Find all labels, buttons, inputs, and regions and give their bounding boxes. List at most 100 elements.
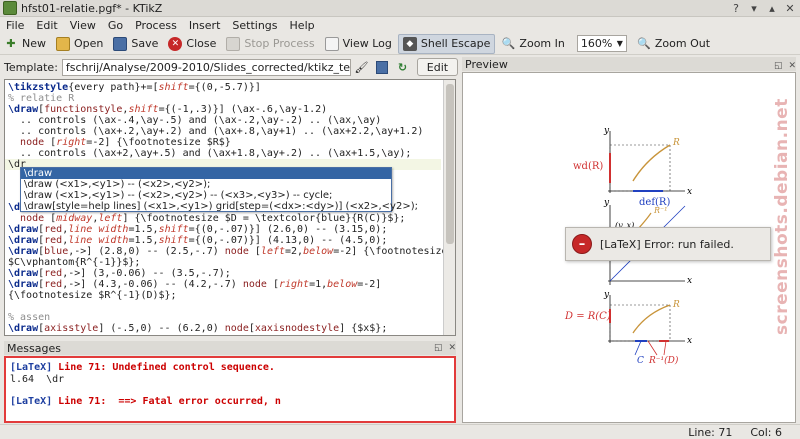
close-dock-icon[interactable]: ✕ [788, 60, 796, 71]
minimize-icon[interactable]: ▾ [751, 1, 757, 15]
edit-template-button[interactable]: Edit [416, 58, 459, 76]
error-text: [LaTeX] Error: run failed. [600, 237, 734, 251]
x-label-2: x [687, 276, 692, 286]
d-label: D = R(C) [564, 311, 611, 322]
code-line-16: \draw[red,line width=1.5,shift={(0,-.07)… [8, 235, 388, 246]
menu-view[interactable]: View [69, 18, 96, 32]
dashed-box-1 [609, 144, 671, 192]
shell-escape-button[interactable]: ◆ Shell Escape [397, 33, 496, 54]
r-label-1: R [672, 138, 680, 148]
menu-bar: File Edit View Go Process Insert Setting… [0, 17, 800, 33]
help-window-icon[interactable]: ? [733, 1, 739, 15]
maximize-icon[interactable]: ▴ [769, 1, 775, 15]
completion-item[interactable]: \draw [21, 168, 391, 179]
zoom-out-icon: 🔍 [637, 37, 651, 50]
float-icon[interactable]: ◱ [773, 60, 783, 71]
error-icon: – [572, 234, 592, 254]
relation-curve-1 [632, 144, 671, 182]
menu-settings[interactable]: Settings [232, 18, 278, 32]
dashed-box-3 [609, 304, 671, 342]
y-label-2: y [603, 198, 610, 208]
watermark-text: screenshots.debian.net [772, 98, 792, 335]
code-line-15: \draw[red,line width=1.5,shift={(0,-.07)… [8, 224, 388, 235]
float-icon[interactable]: ◱ [433, 343, 443, 353]
shell-icon: ◆ [402, 36, 417, 51]
y-label-1: y [603, 126, 610, 136]
stop-process-button[interactable]: Stop Process [222, 34, 318, 54]
message-line: l.64 \dr [10, 374, 65, 385]
chevron-down-icon: ▼ [616, 39, 623, 48]
menu-file[interactable]: File [6, 18, 25, 32]
close-window-icon[interactable]: ✕ [785, 1, 795, 15]
new-file-icon: ✚ [6, 37, 16, 50]
code-line-20: \draw[red,->] (4.3,-0.06) -- (4.2,-.7) n… [8, 279, 382, 290]
code-line-3: \draw[functionstyle,shift={(-1,.3)}] (\a… [8, 104, 328, 115]
menu-edit[interactable]: Edit [36, 18, 58, 32]
template-input[interactable]: fschrij/Analyse/2009-2010/Slides_correct… [61, 58, 352, 76]
code-line-14: node [midway,left] {\footnotesize $D = \… [20, 213, 406, 224]
status-col: Col: 6 [750, 425, 782, 439]
code-line-19: \draw[red,->] (3,-0.06) -- (3.5,-.7); [8, 268, 231, 279]
zoom-in-button[interactable]: 🔍 Zoom In [501, 37, 565, 50]
menu-insert[interactable]: Insert [188, 18, 221, 32]
code-line-5: .. controls (\ax+.2,\ay+.2) and (\ax+.8,… [8, 126, 424, 137]
x-label-1: x [687, 187, 692, 197]
code-line-1: \tikzstyle{every path}+=[shift={(0,-5.7)… [8, 82, 261, 93]
c-arrow [634, 340, 642, 356]
messages-title: Messages [7, 341, 61, 355]
completion-popup: \draw \draw (<x1>,<y1>) -- (<x2>,<y2>); … [20, 167, 418, 212]
zoom-select[interactable]: 160% ▼ [576, 35, 627, 52]
status-bar: Line: 71 Col: 6 [0, 424, 800, 439]
code-line-6: node [right=-2] {\footnotesize $R$} [20, 137, 231, 148]
menu-help[interactable]: Help [289, 18, 315, 32]
close-button[interactable]: ✕ Close [164, 34, 220, 54]
rinv-arrow-2 [663, 340, 667, 356]
r-label-3: R [672, 300, 680, 310]
main-toolbar: ✚ New Open Save ✕ Close Stop Process Vie… [0, 33, 800, 55]
code-line-21: {\footnotesize $R^{-1}(D)$}; [8, 290, 177, 301]
view-log-button[interactable]: View Log [321, 34, 396, 54]
rinv-label: R⁻¹ [653, 206, 667, 215]
log-icon [324, 36, 339, 51]
reload-icon[interactable]: ↻ [397, 60, 408, 74]
status-line: Line: 71 [688, 425, 733, 439]
browse-template-button[interactable]: 🖌 [354, 60, 369, 74]
editor-scrollbar[interactable] [443, 80, 455, 335]
wd-label: wd(R) [573, 161, 603, 172]
relation-curve-3 [632, 304, 671, 334]
code-line-23: % assen [8, 312, 51, 323]
messages-dock-title: Messages ◱ ✕ [4, 341, 456, 355]
code-line-18: $C\vphantom{R^{-1}}$}; [8, 257, 141, 268]
zoom-out-button[interactable]: 🔍 Zoom Out [637, 37, 711, 50]
preview-title: Preview [465, 57, 508, 71]
ktikz-app-icon [3, 1, 17, 15]
open-button[interactable]: Open [52, 34, 107, 54]
preview-dock-title: Preview ◱ ✕ [462, 57, 796, 71]
completion-item[interactable]: \draw (<x1>,<y1>) -- (<x2>,<y2>); [24, 179, 211, 190]
messages-panel[interactable]: [LaTeX] Line 71: Undefined control seque… [4, 356, 456, 423]
close-doc-icon: ✕ [168, 36, 183, 51]
stop-icon [226, 36, 241, 51]
save-button[interactable]: Save [109, 34, 162, 54]
y-label-3: y [603, 290, 610, 300]
new-button[interactable]: ✚ New [0, 34, 50, 54]
c-label: C [637, 356, 644, 366]
save-template-icon[interactable] [375, 60, 389, 74]
scrollbar-thumb[interactable] [446, 84, 454, 244]
code-line-2: % relatie R [8, 93, 75, 104]
close-dock-icon[interactable]: ✕ [448, 343, 456, 353]
zoom-in-icon: 🔍 [501, 37, 516, 50]
menu-process[interactable]: Process [135, 18, 177, 32]
menu-go[interactable]: Go [107, 18, 124, 32]
code-line-17: \draw[blue,->] (2.8,0) -- (2.5,-.7) node… [8, 246, 448, 257]
completion-item[interactable]: \draw[style=help lines] (<x1>,<y1>) grid… [24, 201, 418, 212]
code-line-24: \draw[axisstyle] (-.5,0) -- (6.2,0) node… [8, 323, 388, 334]
yx-label: (y, x) [615, 221, 634, 230]
template-bar: Template: fschrij/Analyse/2009-2010/Slid… [0, 57, 459, 77]
title-bar: hfst01-relatie.pgf* - KTikZ ? ▾ ▴ ✕ [0, 0, 800, 17]
message-line: [LaTeX] Line 71: ==> Fatal error occurre… [10, 396, 281, 407]
code-line-current: \dr [5, 159, 441, 170]
completion-item[interactable]: \draw (<x1>,<y1>) -- (<x2>,<y2>) -- (<x3… [24, 190, 333, 201]
rinv-arrow-1 [647, 340, 658, 356]
folder-icon [56, 36, 70, 51]
